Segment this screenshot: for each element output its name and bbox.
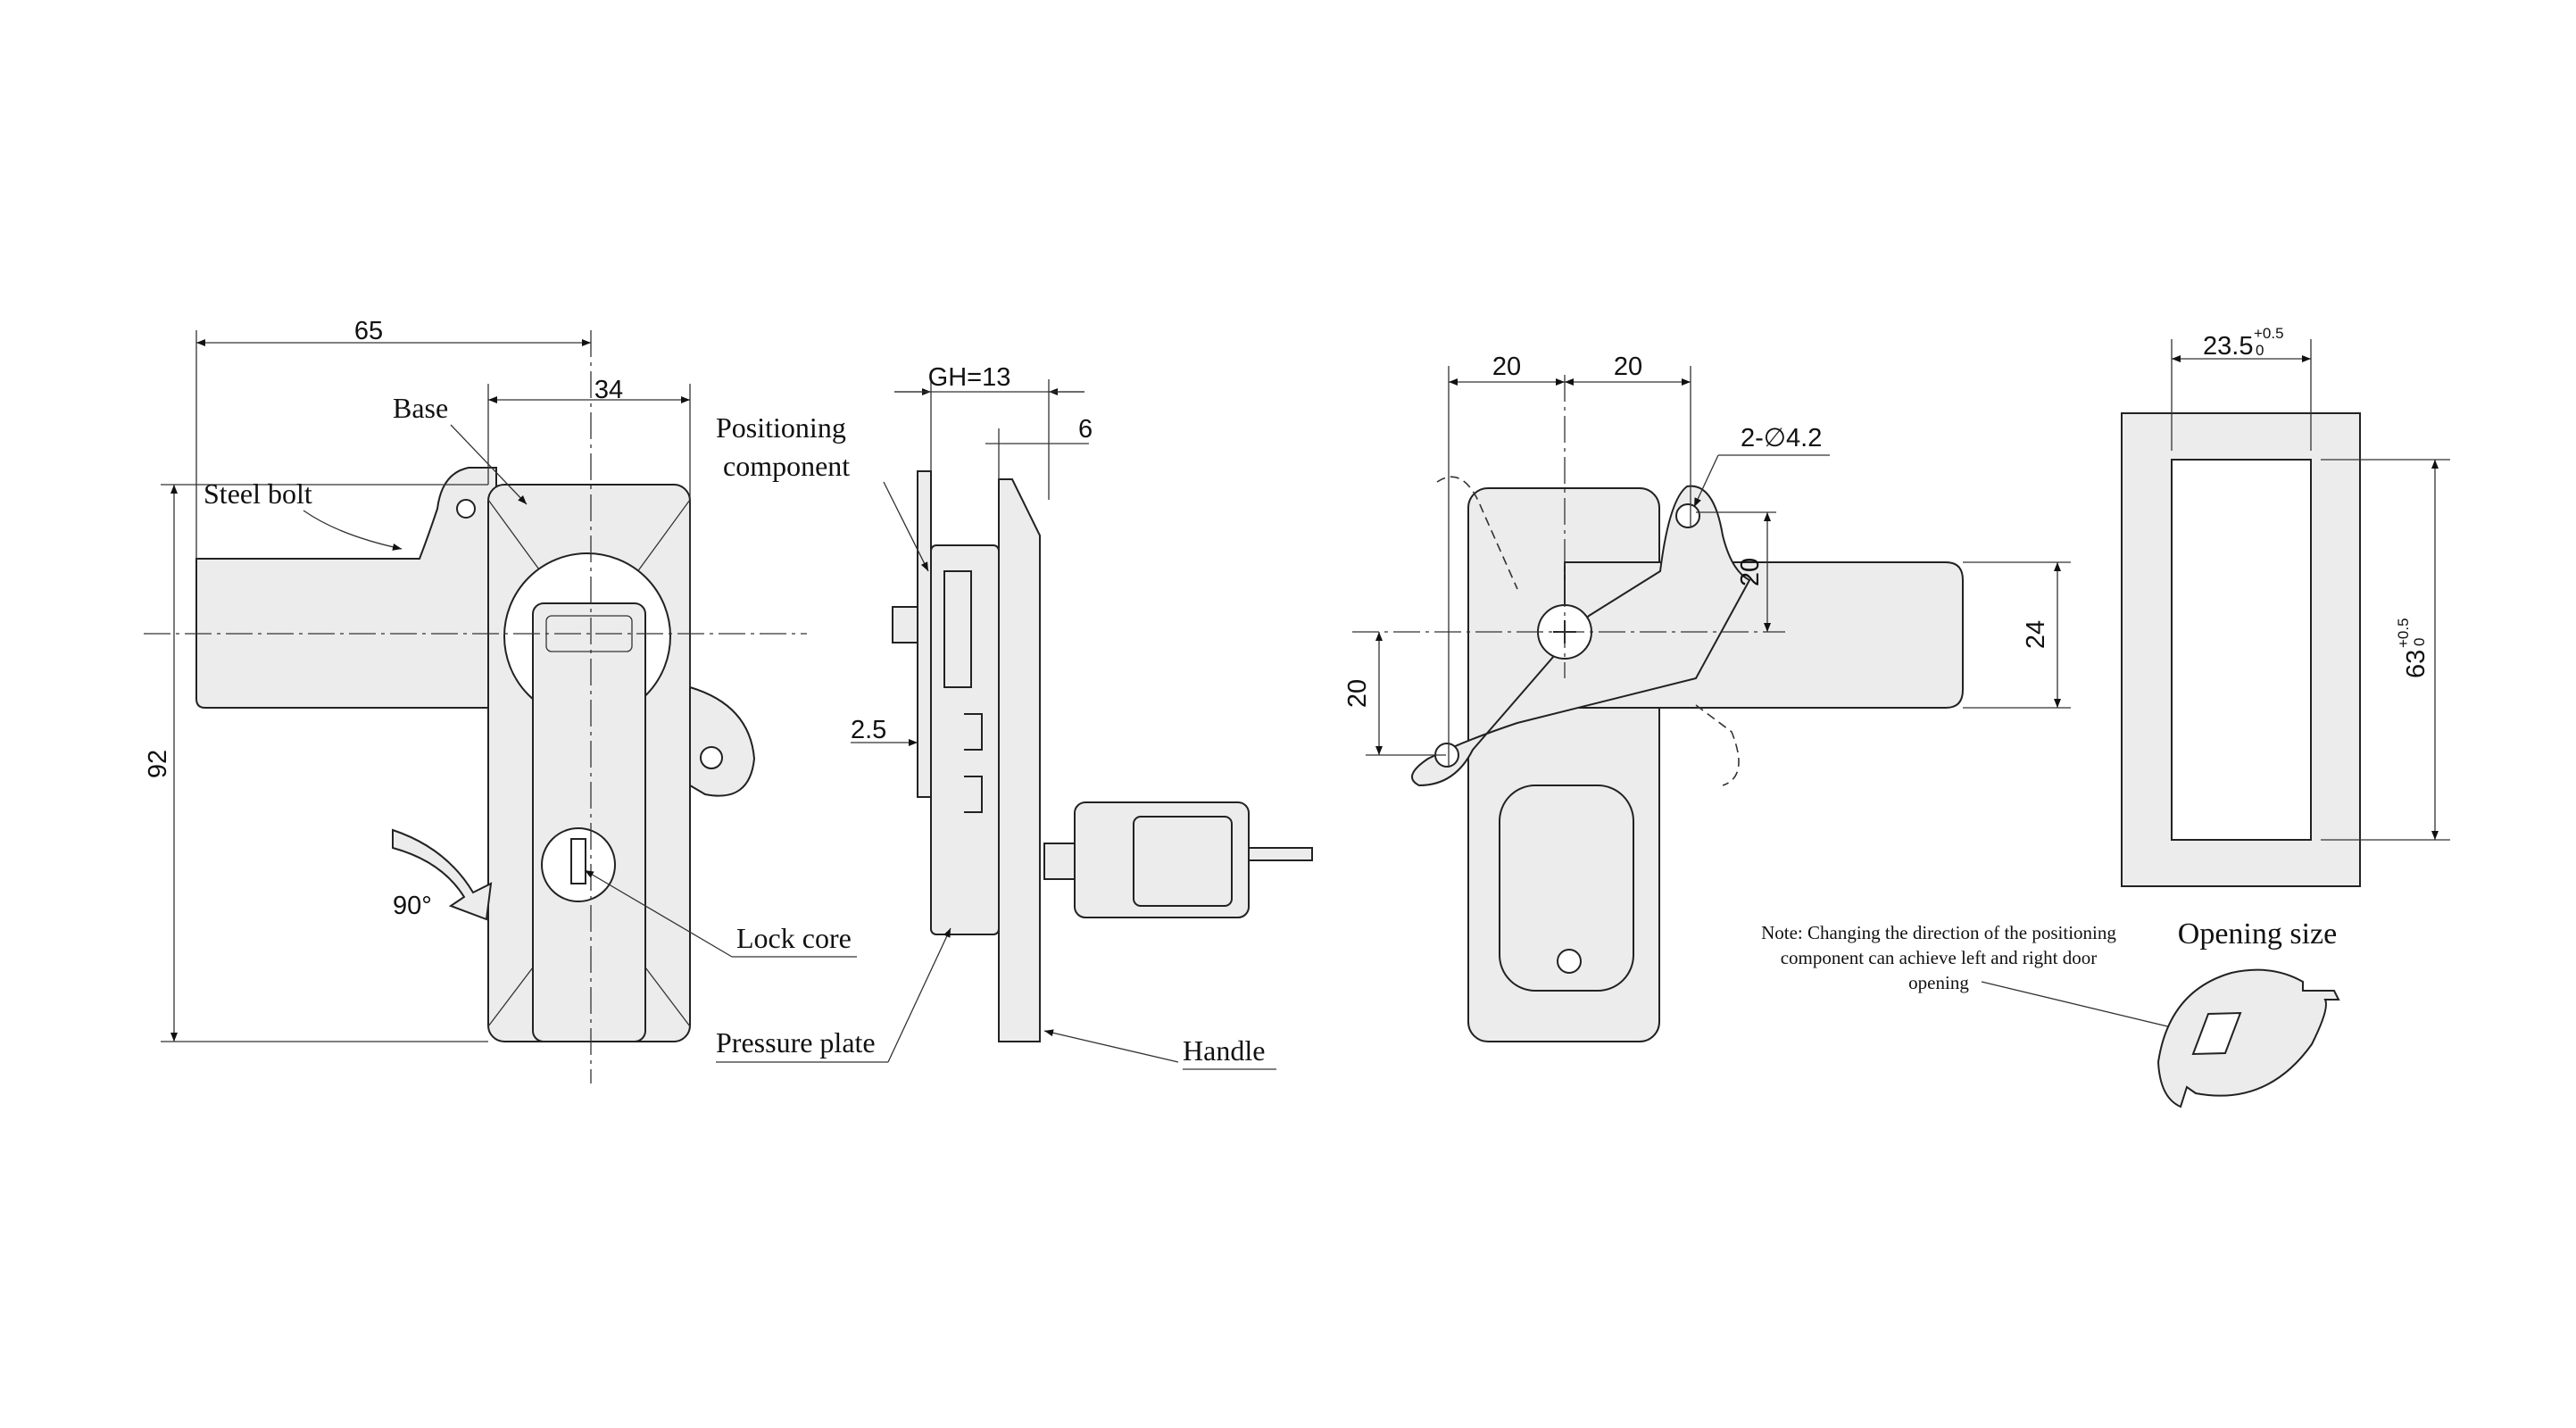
opening-size-view: 23.5 +0.5 0 63 +0.5 0 Opening size Note:… <box>1761 325 2450 1108</box>
label-base: Base <box>393 392 448 424</box>
dim-base-width: 34 <box>594 376 623 404</box>
dim-hole-spacing-left: 20 <box>1492 353 1521 381</box>
rotation-angle: 90° <box>393 892 432 920</box>
lock-core <box>541 827 616 902</box>
handle-profile <box>998 478 1041 1042</box>
label-steel-bolt: Steel bolt <box>204 477 312 510</box>
label-pressure-plate: Pressure plate <box>716 1026 876 1059</box>
front-view: 65 34 92 90° Base Steel bolt Lock core <box>144 317 857 1083</box>
base-ear <box>689 685 756 797</box>
opening-size-title: Opening size <box>2178 917 2337 951</box>
dim-hole-spec: 2-∅4.2 <box>1741 424 1822 452</box>
dim-gh: GH=13 <box>928 363 1011 392</box>
side-view: GH=13 6 2.5 Positioning component Pressu… <box>716 363 1313 1070</box>
dim-opening-height: 63 <box>2402 650 2431 678</box>
dim-opening-width-tol-upper: +0.5 <box>2254 325 2284 342</box>
dim-opening-height-tol-lower: 0 <box>2411 638 2428 646</box>
label-handle: Handle <box>1183 1034 1265 1067</box>
label-positioning-component-1: Positioning <box>716 411 846 444</box>
handle <box>532 602 646 1042</box>
dim-hole-spacing-right: 20 <box>1614 353 1642 381</box>
dim-hole-offset-left: 20 <box>1343 679 1372 708</box>
steel-bolt <box>195 467 497 709</box>
note-line-2: component can achieve left and right doo… <box>1781 947 2098 968</box>
dim-height: 92 <box>144 750 172 778</box>
rear-view: 20 20 2-∅4.2 20 24 20 <box>1343 353 2071 1042</box>
bolt-hole <box>456 499 476 519</box>
dim-opening-width-tol-lower: 0 <box>2256 342 2264 359</box>
dim-plate-thickness: 2.5 <box>851 716 886 744</box>
positioning-disk <box>2156 968 2340 1108</box>
rotation-arrow-icon <box>392 828 493 921</box>
label-positioning-component-2: component <box>723 450 850 482</box>
panel-cutout <box>2121 412 2361 887</box>
dim-bolt-width: 24 <box>2022 620 2050 649</box>
ear-hole <box>700 746 723 769</box>
label-lock-core: Lock core <box>736 922 852 954</box>
dim-opening-height-tol-upper: +0.5 <box>2395 618 2412 648</box>
dim-handle-depth: 6 <box>1078 415 1093 444</box>
note-line-1: Note: Changing the direction of the posi… <box>1761 922 2116 943</box>
dim-opening-width: 23.5 <box>2203 332 2253 361</box>
dim-hole-offset-vertical: 20 <box>1736 558 1765 586</box>
dim-front-width: 65 <box>354 317 383 345</box>
note-line-3: opening <box>1908 972 1969 993</box>
